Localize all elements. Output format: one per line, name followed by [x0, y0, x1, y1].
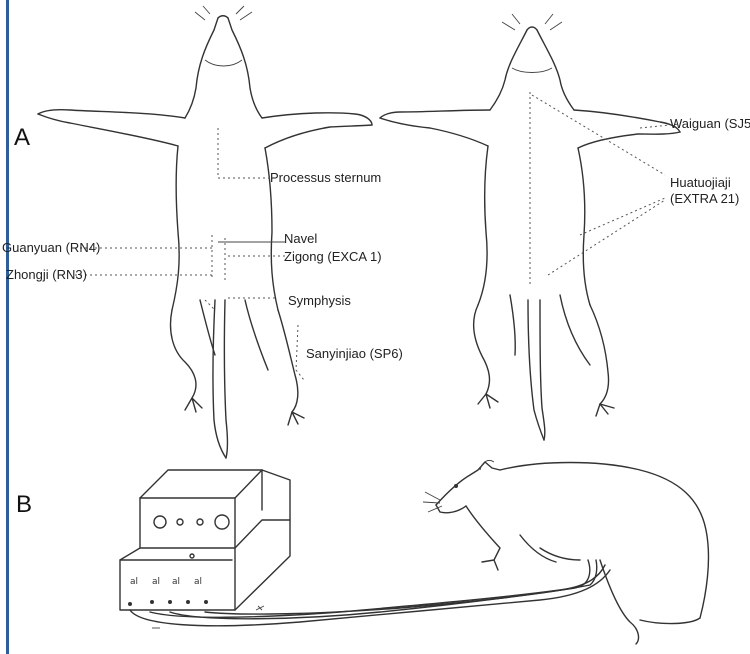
label-symphysis: Symphysis	[288, 293, 351, 308]
panel-label-a: A	[14, 124, 30, 151]
svg-text:al: al	[152, 577, 160, 587]
label-processus-sternum: Processus sternum	[270, 170, 381, 185]
label-navel: Navel	[284, 231, 317, 246]
label-extra-21: (EXTRA 21)	[670, 191, 739, 206]
label-huatuojiaji: Huatuojiaji	[670, 175, 731, 190]
stimulator-device-illustration: al al al al	[120, 470, 290, 610]
leader-lines-left	[75, 178, 304, 380]
rat-dorsal-illustration	[380, 14, 680, 440]
label-zhongji: Zhongji (RN3)	[6, 267, 87, 282]
svg-text:al: al	[194, 577, 202, 587]
rat-ventral-illustration	[38, 6, 372, 458]
label-sanyinjiao: Sanyinjiao (SP6)	[306, 346, 403, 361]
rat-side-view-illustration	[423, 460, 708, 644]
label-guanyuan: Guanyuan (RN4)	[2, 240, 100, 255]
electrode-wires	[130, 560, 610, 628]
label-zigong: Zigong (EXCA 1)	[284, 249, 382, 264]
label-waiguan: Waiguan (SJ5)	[670, 116, 750, 131]
svg-text:al: al	[172, 577, 180, 587]
svg-text:al: al	[130, 577, 138, 587]
panel-label-b: B	[16, 491, 32, 518]
